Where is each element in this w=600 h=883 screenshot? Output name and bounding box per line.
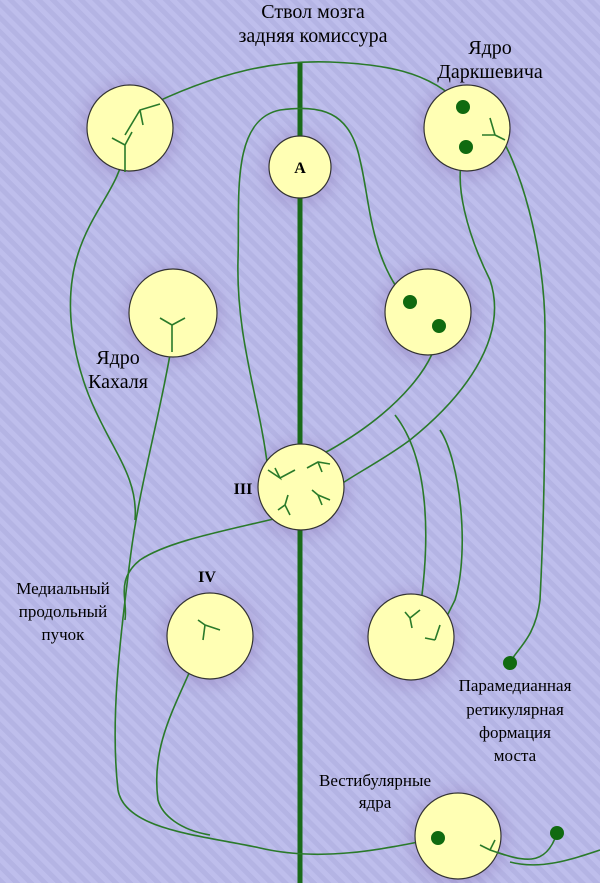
nucleus-right-low — [367, 593, 455, 681]
mlf-label-1: Медиальный — [16, 579, 110, 598]
pprf-label-3: формация — [479, 723, 551, 742]
nucleus-iii-label: III — [234, 481, 253, 498]
nucleus-a — [268, 135, 332, 199]
nucleus-cajal — [128, 268, 218, 358]
vestibular-label-2: ядра — [359, 793, 392, 812]
mlf-label-2: продольный — [19, 602, 107, 621]
nucleus-a-label: A — [294, 160, 306, 177]
title-line2: задняя комиссура — [238, 25, 387, 47]
nucleus-right-mid — [384, 268, 472, 356]
nucleus-darkshevich — [423, 84, 511, 172]
mlf-label-3: пучок — [42, 625, 86, 644]
nucleus-vestibular — [414, 792, 502, 880]
darkshevich-label-2: Даркшевича — [437, 61, 543, 83]
nucleus-iv — [166, 592, 254, 680]
vestibular-label-1: Вестибулярные — [319, 771, 431, 790]
nucleus-iv-label: IV — [198, 569, 216, 586]
terminal-branches — [111, 103, 506, 856]
nuclei — [86, 84, 511, 880]
title-line1: Ствол мозга — [261, 1, 365, 23]
pprf-label-2: ретикулярная — [466, 700, 564, 719]
pprf-label-4: моста — [494, 746, 537, 765]
pprf-label-1: Парамедианная — [459, 676, 572, 695]
darkshevich-label-1: Ядро — [468, 37, 512, 59]
nucleus-iii — [257, 443, 345, 531]
nerve-fibers — [69, 60, 600, 866]
cajal-label-2: Кахаля — [88, 371, 148, 393]
synapse-dots — [403, 100, 564, 845]
cajal-label-1: Ядро — [96, 347, 140, 369]
